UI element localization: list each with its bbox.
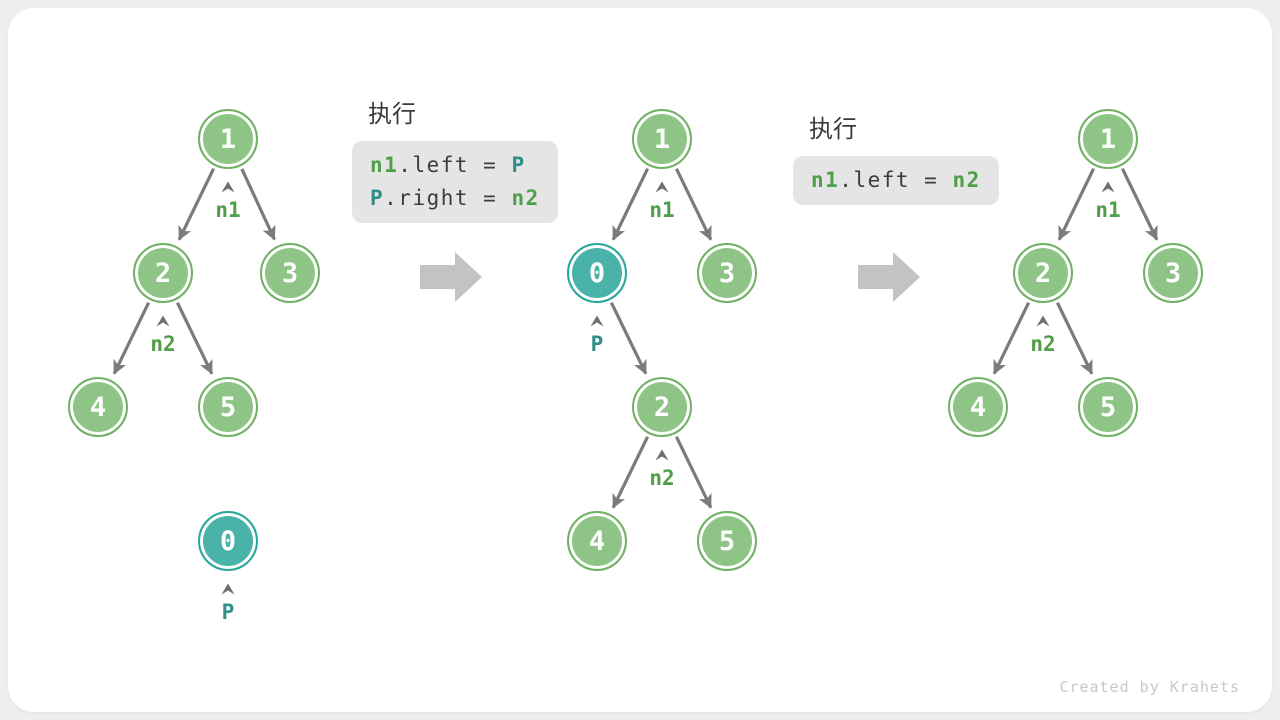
caret-up-icon [156, 315, 170, 327]
tree-node-2: 2 [632, 377, 692, 437]
tree-node-0: 0 [567, 243, 627, 303]
pointer-label: n1 [1095, 198, 1121, 222]
tree-node-1: 1 [1078, 109, 1138, 169]
code-line: P.right = n2 [370, 182, 540, 215]
tree-node-5: 5 [1078, 377, 1138, 437]
tree-node-5: 5 [198, 377, 258, 437]
code-lines: n1.left = n2 [811, 164, 981, 197]
pointer-label: P [590, 332, 604, 356]
tree-edge [1120, 167, 1159, 241]
code-token: .right = [384, 186, 512, 210]
code-token: n2 [952, 168, 981, 192]
tree-edge [674, 435, 713, 509]
credit-text: Created by Krahets [1059, 678, 1240, 696]
exec-title: 执行 [809, 115, 857, 143]
tree-node-2: 2 [133, 243, 193, 303]
pointer-n1: n1 [198, 181, 258, 221]
pointer-label: n1 [649, 198, 675, 222]
pointer-P: P [198, 583, 258, 623]
tree-edge [175, 301, 214, 375]
pointer-P: P [567, 315, 627, 355]
pointer-label: P [221, 600, 235, 624]
tree-edge [1055, 301, 1094, 375]
caret-up-icon [655, 449, 669, 461]
tree-edge [992, 301, 1031, 375]
tree-node-3: 3 [260, 243, 320, 303]
tree-edge [240, 168, 276, 241]
code-line: n1.left = n2 [811, 164, 981, 197]
exec-block-2: 执行 n1.left = n2 [793, 115, 999, 205]
tree-node-4: 4 [567, 511, 627, 571]
tree-edge [112, 301, 151, 375]
code-box: n1.left = n2 [793, 156, 999, 205]
code-token: n1 [370, 153, 399, 177]
tree-node-4: 4 [948, 377, 1008, 437]
caret-up-icon [655, 181, 669, 193]
pointer-label: n1 [215, 198, 241, 222]
code-token: P [511, 153, 526, 177]
code-token: n1 [811, 168, 840, 192]
tree-edge [611, 167, 650, 241]
pointer-label: n2 [150, 332, 176, 356]
tree-node-3: 3 [1143, 243, 1203, 303]
caret-up-icon [1101, 181, 1115, 193]
pointer-n2: n2 [133, 315, 193, 355]
pointer-n2: n2 [1013, 315, 1073, 355]
tree-edge [177, 167, 216, 241]
caret-up-icon [1036, 315, 1050, 327]
tree-node-5: 5 [697, 511, 757, 571]
transition-arrow-icon [420, 252, 482, 302]
tree-edge [609, 301, 648, 375]
code-line: n1.left = P [370, 149, 540, 182]
pointer-n1: n1 [632, 181, 692, 221]
pointer-label: n2 [1030, 332, 1056, 356]
code-token: .left = [839, 168, 953, 192]
exec-title: 执行 [368, 100, 416, 128]
tree-node-1: 1 [632, 109, 692, 169]
code-token: P [370, 186, 385, 210]
tree-node-0: 0 [198, 511, 258, 571]
caret-up-icon [590, 315, 604, 327]
tree-node-2: 2 [1013, 243, 1073, 303]
tree-edge [611, 435, 650, 509]
caret-up-icon [221, 181, 235, 193]
tree-node-3: 3 [697, 243, 757, 303]
tree-node-1: 1 [198, 109, 258, 169]
tree-node-4: 4 [68, 377, 128, 437]
pointer-label: n2 [649, 466, 675, 490]
pointer-n2: n2 [632, 449, 692, 489]
pointer-n1: n1 [1078, 181, 1138, 221]
code-token: n2 [511, 186, 540, 210]
caret-up-icon [221, 583, 235, 595]
transition-arrow-icon [858, 252, 920, 302]
tree-edge [674, 167, 713, 241]
code-token: .left = [398, 153, 512, 177]
tree-edge [1057, 167, 1096, 241]
